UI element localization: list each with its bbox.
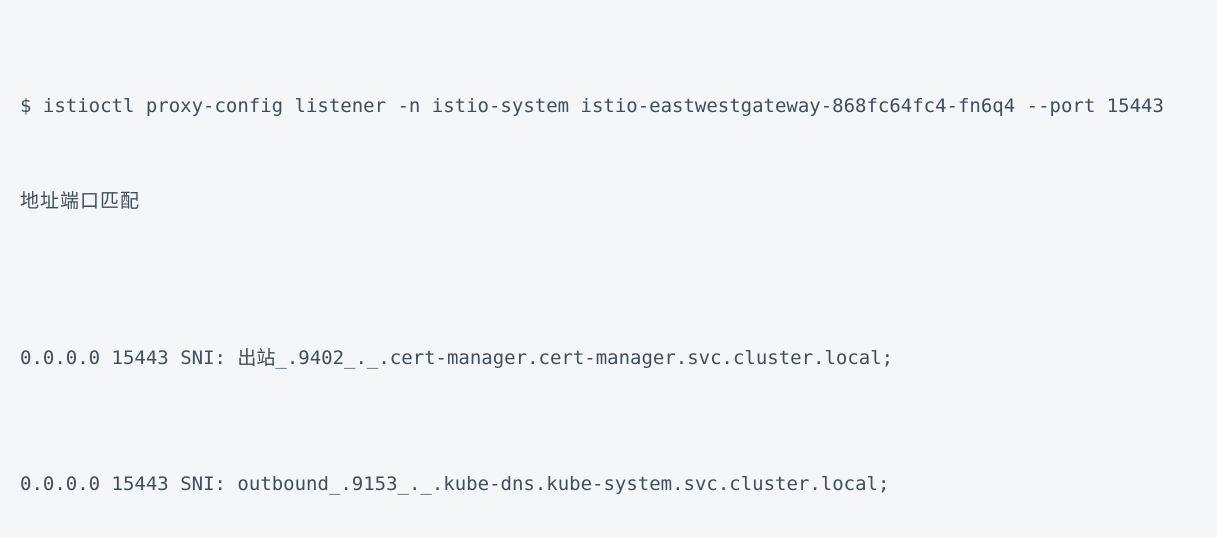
listener-row: 0.0.0.0 15443 SNI: 出站_.9402_._.cert-mana… xyxy=(20,343,1203,375)
listener-sni: 出站_.9402_._.cert-manager.cert-manager.sv… xyxy=(237,347,894,369)
listener-match-label: SNI: xyxy=(180,347,226,369)
column-header-text: 地址端口匹配 xyxy=(20,189,141,212)
listener-address: 0.0.0.0 xyxy=(20,473,101,495)
listener-address: 0.0.0.0 xyxy=(20,347,101,369)
listener-sni: outbound_.9153_._.kube-dns.kube-system.s… xyxy=(237,473,890,495)
listener-port: 15443 xyxy=(111,347,169,369)
command-text: $ istioctl proxy-config listener -n isti… xyxy=(20,95,1164,117)
listener-match-label: SNI: xyxy=(180,473,226,495)
listener-rows: 0.0.0.0 15443 SNI: 出站_.9402_._.cert-mana… xyxy=(20,280,1203,538)
listener-row: 0.0.0.0 15443 SNI: outbound_.9153_._.kub… xyxy=(20,469,1203,501)
command-line: $ istioctl proxy-config listener -n isti… xyxy=(20,91,1203,123)
listener-port: 15443 xyxy=(111,473,169,495)
column-header-row: 地址端口匹配 xyxy=(20,186,1203,218)
